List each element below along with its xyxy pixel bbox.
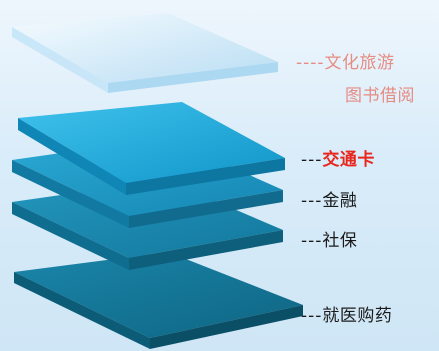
layer-transport [18, 102, 285, 195]
label-library-text: 图书借阅 [345, 86, 415, 106]
label-library: 图书借阅 [345, 86, 415, 106]
label-transport-text: 交通卡 [322, 150, 375, 170]
label-social: ---社保 [301, 231, 358, 251]
label-finance-text: 金融 [322, 191, 358, 211]
label-medical-text: 就医购药 [322, 306, 393, 326]
label-culture: ----文化旅游 [296, 53, 395, 73]
layer-medical [14, 252, 303, 349]
label-culture-text: 文化旅游 [324, 53, 395, 73]
label-social-text: 社保 [322, 231, 358, 251]
label-transport: ---交通卡 [301, 150, 375, 170]
label-finance: ---金融 [301, 191, 358, 211]
layer-culture [12, 13, 278, 93]
label-medical: ---就医购药 [301, 306, 393, 326]
